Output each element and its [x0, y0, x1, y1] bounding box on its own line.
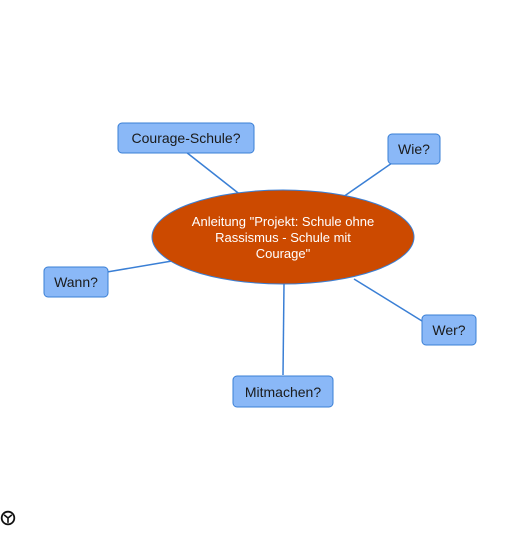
- central-topic-line-1: Anleitung "Projekt: Schule ohne: [192, 214, 374, 229]
- connector-wann: [106, 260, 173, 273]
- mindmap-logo-icon[interactable]: [0, 510, 16, 526]
- topic-mitmachen[interactable]: Mitmachen?: [232, 375, 334, 408]
- topic-wann-box: [43, 266, 109, 298]
- central-topic-ellipse: [151, 189, 415, 285]
- topic-wer[interactable]: Wer?: [421, 314, 477, 346]
- central-topic-line-2: Rassismus - Schule mit: [215, 230, 351, 245]
- connector-courage-schule: [185, 151, 243, 197]
- topic-mitmachen-label: Mitmachen?: [245, 384, 321, 400]
- topic-wie-label: Wie?: [398, 141, 430, 157]
- topic-mitmachen-box: [232, 375, 334, 408]
- connector-wer: [353, 278, 423, 322]
- topic-wer-box: [421, 314, 477, 346]
- topic-wann[interactable]: Wann?: [43, 266, 109, 298]
- topic-wann-label: Wann?: [54, 274, 98, 290]
- topic-wer-label: Wer?: [432, 322, 465, 338]
- central-topic[interactable]: Anleitung "Projekt: Schule ohne Rassismu…: [151, 189, 415, 285]
- topic-courage-schule-box: [117, 122, 255, 154]
- central-topic-line-3: Courage": [256, 246, 311, 261]
- topic-courage-schule[interactable]: Courage-Schule?: [117, 122, 255, 154]
- topic-wie-box: [387, 133, 441, 165]
- connector-wie: [342, 162, 393, 198]
- topic-courage-schule-label: Courage-Schule?: [132, 130, 241, 146]
- topic-wie[interactable]: Wie?: [387, 133, 441, 165]
- connector-mitmachen: [282, 283, 285, 376]
